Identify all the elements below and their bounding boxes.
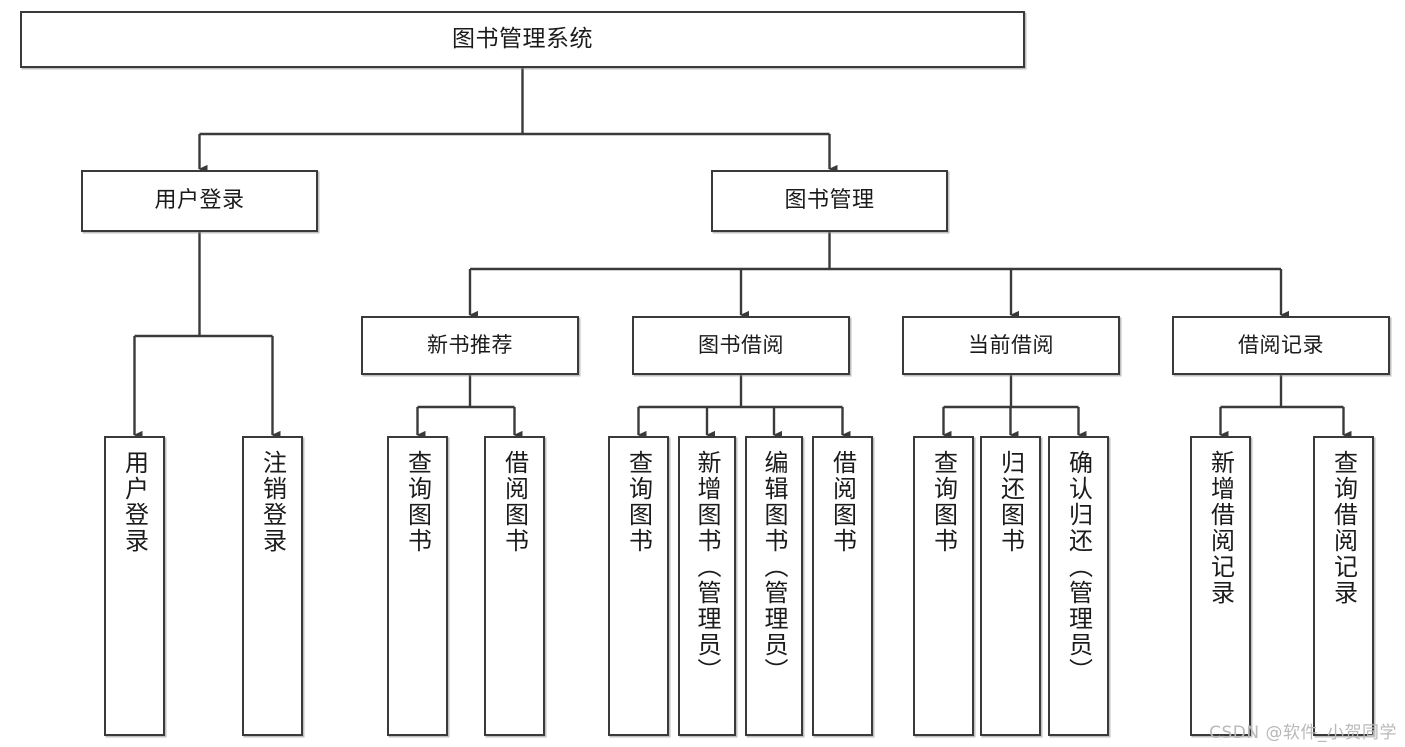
node-current-loan[interactable]: 当前借阅	[902, 316, 1120, 375]
node-label: 查询借阅记录	[1329, 450, 1358, 606]
node-label: 借阅图书	[828, 450, 857, 554]
node-label: 用户登录	[154, 188, 245, 214]
node-leaf-query-2[interactable]: 查询图书	[608, 436, 669, 736]
node-label: 图书管理	[784, 188, 875, 214]
node-book-manage[interactable]: 图书管理	[711, 170, 948, 232]
node-label: 图书借阅	[698, 333, 784, 358]
node-label: 新增借阅记录	[1206, 450, 1235, 606]
node-label: 用户登录	[120, 450, 149, 554]
node-label: 新书推荐	[427, 333, 513, 358]
connector-edges	[133, 68, 1352, 440]
node-label: 编辑图书（管理员）	[760, 450, 788, 684]
node-label: 借阅图书	[500, 450, 529, 554]
node-leaf-add-rec[interactable]: 新增借阅记录	[1190, 436, 1251, 736]
node-leaf-logout[interactable]: 注销登录	[242, 436, 303, 736]
node-label: 图书管理系统	[452, 25, 593, 52]
node-root[interactable]: 图书管理系统	[20, 11, 1025, 68]
node-label: 新增图书（管理员）	[693, 450, 721, 684]
node-new-book-rec[interactable]: 新书推荐	[361, 316, 579, 375]
node-label: 确认归还（管理员）	[1064, 450, 1093, 684]
node-label: 借阅记录	[1238, 333, 1324, 358]
node-user-login[interactable]: 用户登录	[81, 170, 318, 232]
node-label: 查询图书	[403, 450, 432, 554]
node-leaf-confirm[interactable]: 确认归还（管理员）	[1048, 436, 1109, 736]
node-label: 归还图书	[996, 450, 1025, 554]
node-leaf-return[interactable]: 归还图书	[980, 436, 1041, 736]
node-leaf-query-1[interactable]: 查询图书	[387, 436, 448, 736]
node-loan-record[interactable]: 借阅记录	[1172, 316, 1390, 375]
node-leaf-qry-rec[interactable]: 查询借阅记录	[1313, 436, 1374, 736]
watermark-label: CSDN @软件_小贺同学	[1209, 723, 1397, 743]
node-label: 查询图书	[624, 450, 653, 554]
node-leaf-query-3[interactable]: 查询图书	[913, 436, 974, 736]
node-book-borrow[interactable]: 图书借阅	[632, 316, 850, 375]
node-leaf-borrow-2[interactable]: 借阅图书	[812, 436, 873, 736]
node-leaf-borrow-1[interactable]: 借阅图书	[484, 436, 545, 736]
node-label: 注销登录	[258, 450, 287, 554]
node-leaf-login[interactable]: 用户登录	[104, 436, 165, 736]
node-leaf-add-book[interactable]: 新增图书（管理员）	[678, 436, 736, 736]
node-label: 当前借阅	[968, 333, 1054, 358]
node-label: 查询图书	[929, 450, 958, 554]
node-leaf-edit-book[interactable]: 编辑图书（管理员）	[745, 436, 803, 736]
